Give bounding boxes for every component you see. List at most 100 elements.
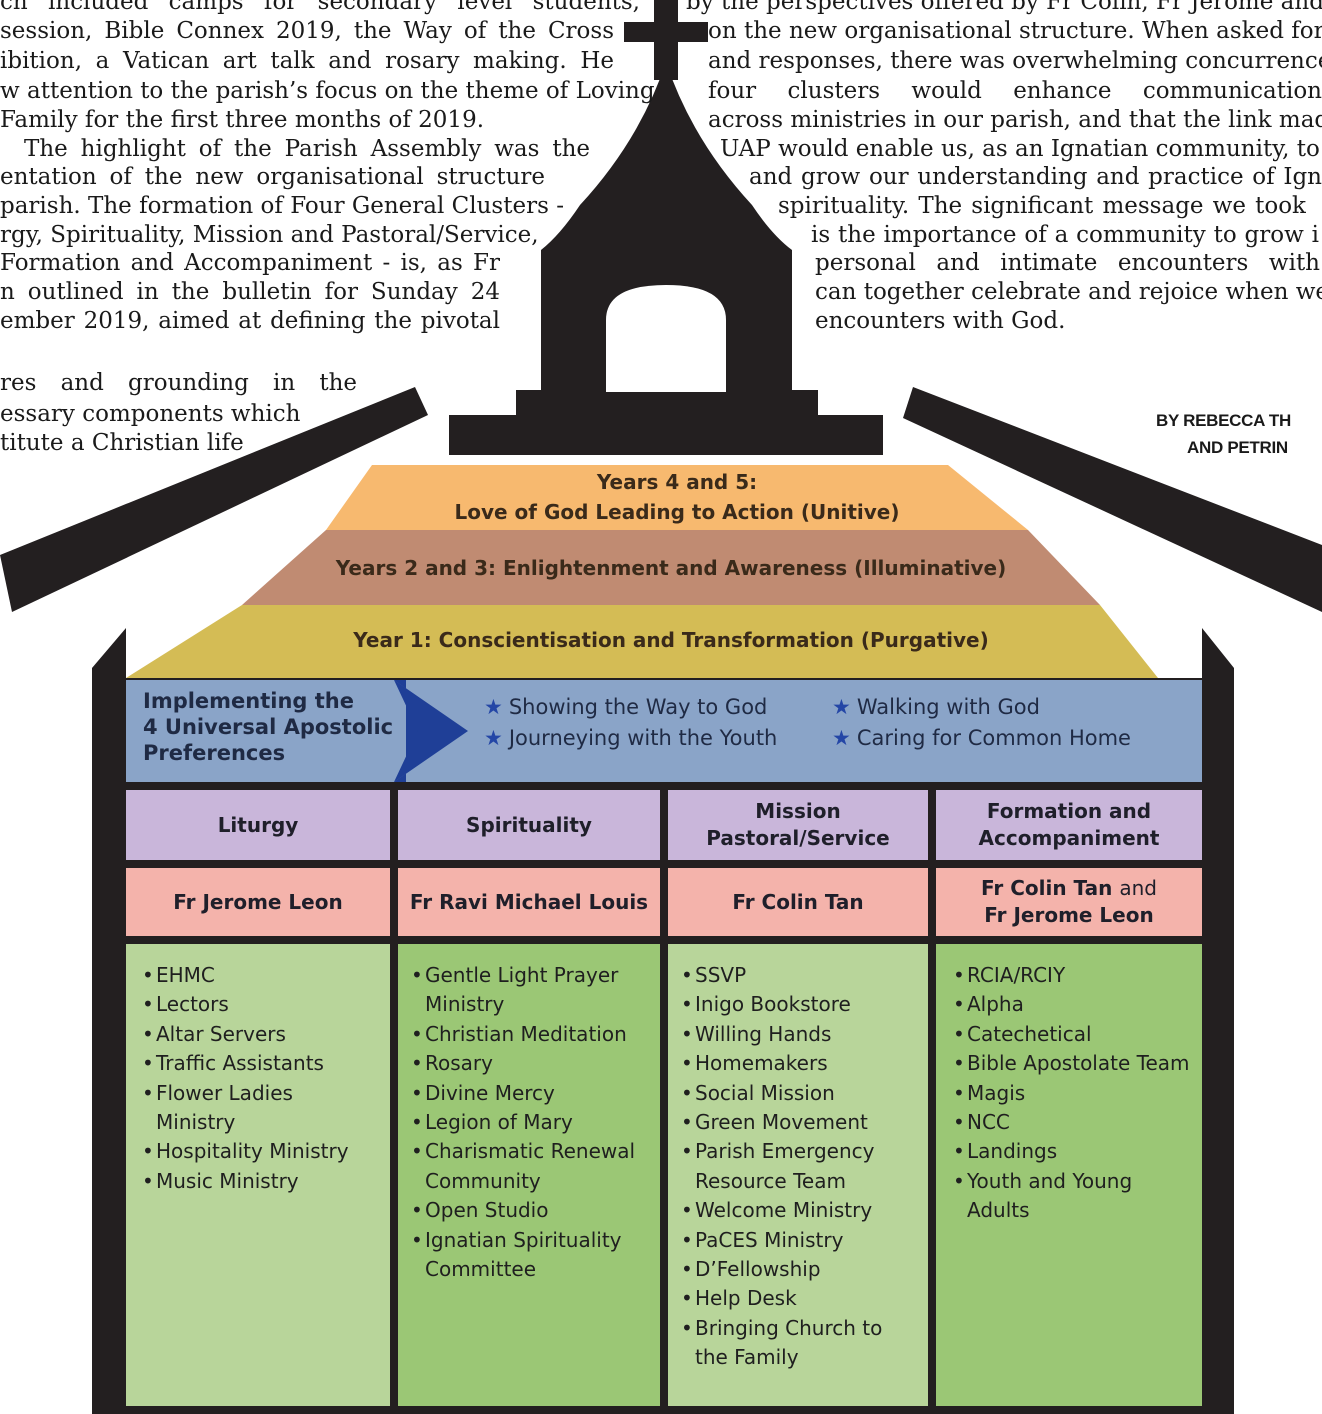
ministry-item: NCC (953, 1108, 1193, 1137)
ministry-item: PaCES Ministry (681, 1226, 921, 1255)
star-icon: ★ (484, 695, 503, 719)
ministry-item: Help Desk (681, 1284, 921, 1313)
uap-item: ★Journeying with the Youth (484, 726, 777, 750)
article-line: can together celebrate and rejoice when … (815, 279, 1322, 305)
article-line: ibition, a Vatican art talk and rosary m… (0, 48, 614, 74)
steeple-step (516, 390, 818, 422)
ministry-list-spirituality: Gentle Light Prayer MinistryChristian Me… (411, 961, 651, 1284)
article-line: spirituality. The significant message we… (778, 193, 1306, 219)
uap-item: ★Caring for Common Home (832, 726, 1131, 750)
unitive-band (326, 465, 1028, 530)
uap-item-label: Journeying with the Youth (508, 726, 778, 750)
cluster-title-line: Spirituality (466, 812, 592, 837)
header-liturgy (126, 790, 390, 860)
priest-name: Fr Colin Tan (981, 876, 1113, 900)
priest-name: Fr Jerome Leon (984, 903, 1154, 927)
ministry-item: Inigo Bookstore (681, 990, 921, 1019)
priest-liturgy: Fr Jerome Leon (173, 889, 343, 914)
article-line: on the new organisational structure. Whe… (708, 18, 1322, 44)
cluster-title-line: Formation and (986, 799, 1152, 823)
uap-title: Implementing the 4 Universal Apostolic P… (143, 688, 393, 766)
byline-line: BY REBECCA TH (1156, 411, 1291, 430)
ministry-item: Divine Mercy (411, 1079, 651, 1108)
roof-left (0, 387, 428, 612)
uap-title-line: Preferences (143, 741, 286, 765)
ministry-item: Christian Meditation (411, 1020, 651, 1049)
ministry-item: Homemakers (681, 1049, 921, 1078)
ministry-item: Youth and Young Adults (953, 1167, 1193, 1226)
purgative-label: Year 1: Conscientisation and Transformat… (353, 628, 989, 652)
ministry-item: Hospitality Ministry (142, 1137, 378, 1166)
ministry-item: Gentle Light Prayer Ministry (411, 961, 651, 1020)
ministry-item: RCIA/RCIY (953, 961, 1193, 990)
article-line: ember 2019, aimed at defining the pivota… (0, 308, 500, 334)
ministry-item: Landings (953, 1137, 1193, 1166)
cluster-title-line: Accompaniment (978, 826, 1160, 850)
ministry-item: Traffic Assistants (142, 1049, 378, 1078)
article-line: rgy, Spirituality, Mission and Pastoral/… (0, 222, 539, 248)
ministry-item: Bringing Church to the Family (681, 1314, 921, 1373)
article-line: by the perspectives offered by Fr Colin,… (686, 0, 1322, 15)
uap-item: ★Walking with God (832, 695, 1040, 719)
article-line: encounters with God. (815, 308, 1066, 334)
ministry-item: Flower Ladies Ministry (142, 1079, 378, 1138)
article-line: res and grounding in the (0, 370, 357, 396)
uap-item: ★Showing the Way to God (484, 695, 767, 719)
article-line: titute a Christian life (0, 430, 244, 456)
article-line: entation of the new organisational struc… (0, 164, 545, 190)
star-icon: ★ (832, 695, 851, 719)
header-formation (936, 790, 1202, 860)
article-line: The highlight of the Parish Assembly was… (24, 136, 590, 162)
ministry-item: D’Fellowship (681, 1255, 921, 1284)
article-line: and grow our understanding and practice … (749, 164, 1322, 190)
article-line: Formation and Accompaniment - is, as Fr (0, 250, 500, 276)
ministry-list-liturgy: EHMCLectorsAltar ServersTraffic Assistan… (142, 961, 378, 1196)
byline-line: AND PETRIN (1187, 438, 1288, 457)
purgative-band (126, 605, 1158, 678)
illuminative-label: Years 2 and 3: Enlightenment and Awarene… (335, 556, 1007, 580)
article-line: ch included camps for secondary level st… (0, 0, 640, 15)
unitive-label: Years 4 and 5: Love of God Leading to Ac… (326, 467, 1028, 527)
ministry-item: Rosary (411, 1049, 651, 1078)
article-line: w attention to the parish’s focus on the… (0, 78, 655, 104)
ministry-list-formation: RCIA/RCIYAlphaCatecheticalBible Apostola… (953, 961, 1193, 1226)
article-line: Family for the first three months of 201… (0, 107, 485, 133)
ministry-item: Ignatian Spirituality Committee (411, 1226, 651, 1285)
ministry-item: Bible Apostolate Team (953, 1049, 1193, 1078)
ministry-item: Legion of Mary (411, 1108, 651, 1137)
cross-horizontal (624, 22, 708, 42)
article-line: essary components which (0, 401, 301, 427)
star-icon: ★ (484, 726, 503, 750)
ministry-item: Green Movement (681, 1108, 921, 1137)
cluster-title-line: Pastoral/Service (706, 826, 890, 850)
article-line: is the importance of a community to grow… (811, 222, 1319, 248)
header-spirituality (398, 790, 660, 860)
ministry-item: Willing Hands (681, 1020, 921, 1049)
ministry-item: Alpha (953, 990, 1193, 1019)
priest-formation: Fr Colin Tan and Fr Jerome Leon (936, 868, 1202, 936)
cluster-title-spirituality: Spirituality (398, 790, 660, 860)
article-line: n outlined in the bulletin for Sunday 24 (0, 279, 500, 305)
article-line: parish. The formation of Four General Cl… (0, 193, 564, 219)
ministry-item: Parish Emergency Resource Team (681, 1137, 921, 1196)
ministry-item: Charismatic Renewal Community (411, 1137, 651, 1196)
ministry-item: EHMC (142, 961, 378, 990)
article-line: UAP would enable us, as an Ignatian comm… (720, 136, 1322, 162)
cluster-title-liturgy: Liturgy (126, 790, 390, 860)
uap-item-label: Walking with God (856, 695, 1040, 719)
article-line: session, Bible Connex 2019, the Way of t… (0, 18, 614, 44)
article-line: and responses, there was overwhelming co… (708, 48, 1322, 74)
ministry-item: Welcome Ministry (681, 1196, 921, 1225)
priest-spirituality: Fr Ravi Michael Louis (409, 889, 649, 914)
article-line: four clusters would enhance communicatio… (708, 78, 1322, 104)
ministry-item: Music Ministry (142, 1167, 378, 1196)
priest-mission: Fr Colin Tan (732, 889, 864, 914)
ministry-item: SSVP (681, 961, 921, 990)
cluster-title-line: Liturgy (217, 812, 299, 837)
article-line: personal and intimate encounters with Go… (815, 250, 1320, 276)
priest-connector: and (1119, 876, 1157, 900)
unitive-title: Love of God Leading to Action (Unitive) (454, 500, 900, 524)
illuminative-band (242, 530, 1100, 605)
ministry-item: Altar Servers (142, 1020, 378, 1049)
